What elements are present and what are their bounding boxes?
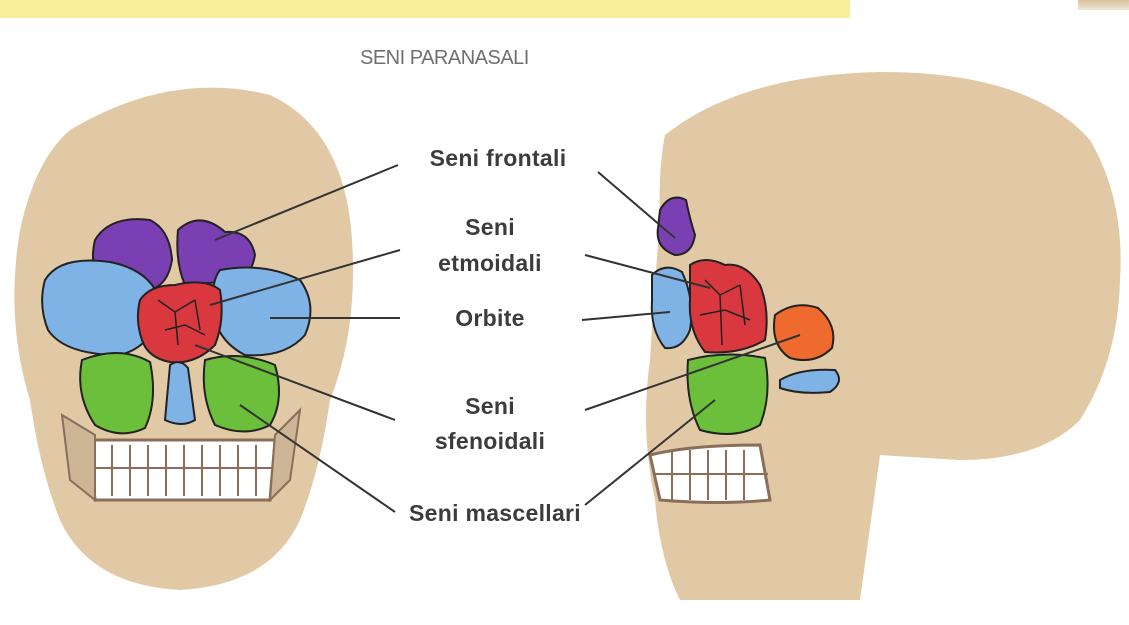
side-skull: [646, 72, 1121, 600]
label-seni-etmoidali-line2: etmoidali: [400, 250, 580, 277]
side-orbit: [652, 268, 692, 349]
label-seni-etmoidali-line1: Seni: [400, 214, 580, 241]
label-seni-frontali: Seni frontali: [398, 145, 598, 172]
label-orbite: Orbite: [400, 305, 580, 332]
label-seni-sfenoidali-line2: sfenoidali: [395, 428, 585, 455]
label-seni-sfenoidali-line1: Seni: [395, 393, 585, 420]
label-seni-mascellari: Seni mascellari: [385, 500, 605, 527]
front-skull: [14, 88, 353, 590]
front-maxillary-sinus-right: [204, 356, 279, 432]
front-teeth-block: [90, 440, 275, 500]
side-maxillary-sinus: [688, 354, 768, 434]
side-sphenoid-sinus: [774, 305, 833, 360]
